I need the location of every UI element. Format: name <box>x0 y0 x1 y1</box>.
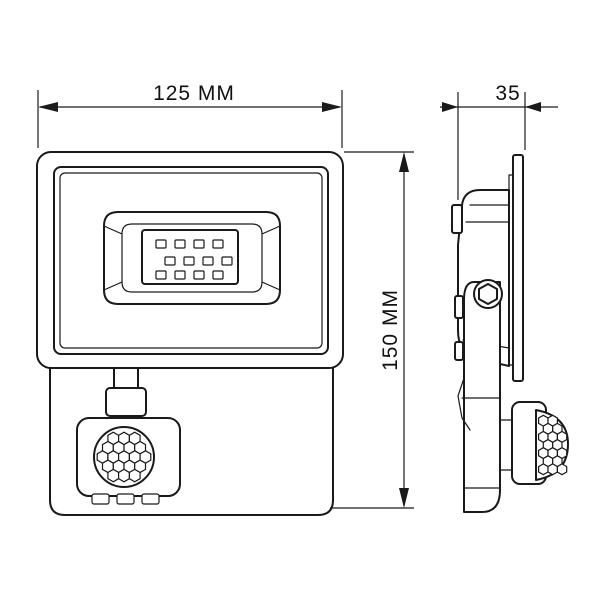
front-lower-housing <box>49 359 334 516</box>
pir-facet <box>128 468 141 483</box>
led-chip <box>212 239 224 249</box>
led-chip <box>202 256 214 266</box>
width-label: 125 MM <box>153 82 235 105</box>
front-outer-frame <box>36 151 344 369</box>
led-chip-array <box>155 239 233 280</box>
side-pir-facet <box>556 463 568 476</box>
led-chip <box>193 239 205 249</box>
height-dimension: 150 MM <box>330 151 414 509</box>
led-chip <box>155 239 167 249</box>
side-pir-facets <box>537 414 568 476</box>
depth-dimension: 35 <box>440 82 558 200</box>
sensor-foot-left <box>91 493 110 505</box>
front-glass-panel <box>59 172 323 349</box>
side-sensor-arm <box>457 377 471 431</box>
sensor-stem <box>113 367 139 393</box>
side-front-plate <box>512 154 524 382</box>
side-cable-gland <box>451 204 463 234</box>
front-view <box>36 151 344 516</box>
sensor-foot-middle <box>116 493 135 505</box>
led-reflector-outer <box>103 211 281 305</box>
led-chip <box>174 270 186 280</box>
led-chip <box>212 270 224 280</box>
sensor-foot-right <box>141 493 160 505</box>
pir-lens <box>93 426 155 488</box>
led-chip <box>164 256 176 266</box>
front-inner-frame <box>53 166 329 355</box>
led-chip <box>221 256 233 266</box>
pir-facet <box>117 468 130 483</box>
sensor-neck <box>105 387 147 417</box>
led-chip <box>193 270 205 280</box>
led-chip <box>155 270 167 280</box>
side-pivot-bolt <box>478 283 498 305</box>
pir-lens-facets <box>96 431 152 483</box>
depth-label: 35 <box>495 82 520 105</box>
led-chip <box>174 239 186 249</box>
side-pir-facet <box>547 463 559 476</box>
side-mounting-bracket <box>463 281 501 513</box>
pir-facet <box>107 468 120 483</box>
led-reflector-bevel <box>121 223 263 293</box>
led-chip <box>183 256 195 266</box>
side-view <box>451 154 569 513</box>
side-pir-facet <box>537 463 549 476</box>
width-dimension: 125 MM <box>37 82 343 148</box>
led-board <box>141 229 239 285</box>
height-label: 150 MM <box>379 289 402 371</box>
